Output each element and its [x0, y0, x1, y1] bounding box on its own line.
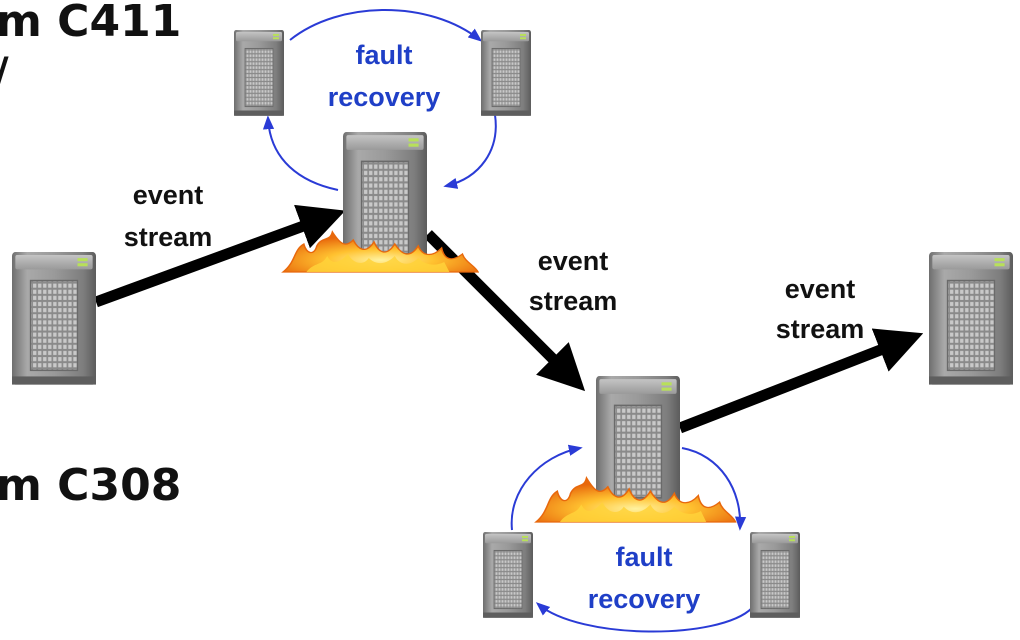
event-stream-arrow-1	[94, 204, 346, 308]
event-stream-label-3-line1: event	[785, 274, 856, 304]
server-icon-bottom-right	[749, 531, 801, 619]
server-icon-source	[11, 251, 97, 386]
server-icon-sink	[928, 251, 1014, 386]
fault-recovery-label-bottom-line2: recovery	[588, 584, 701, 614]
server-icon-top-left	[233, 29, 285, 117]
fault-recovery-loop-top	[262, 9, 497, 191]
event-stream-label-1-line2: stream	[124, 222, 213, 252]
event-stream-label-2-line1: event	[538, 246, 609, 276]
event-stream-label-2-line2: stream	[529, 286, 618, 316]
event-stream-label-3-line2: stream	[776, 314, 865, 344]
fault-recovery-loop-bottom	[510, 444, 753, 633]
room-label-top-sub: /	[0, 50, 9, 96]
server-icon-top-right	[480, 29, 532, 117]
room-label-bottom: m C308	[0, 460, 181, 511]
event-stream-arrow-3	[678, 328, 924, 434]
event-stream-label-1-line1: event	[133, 180, 204, 210]
room-label-top: m C411	[0, 0, 181, 47]
event-stream-arrow-2	[424, 230, 586, 392]
server-icon-bottom-left	[482, 531, 534, 619]
fault-recovery-label-bottom-line1: fault	[616, 542, 673, 572]
fault-recovery-label-top-line1: fault	[356, 40, 413, 70]
fault-recovery-label-top-line2: recovery	[328, 82, 441, 112]
